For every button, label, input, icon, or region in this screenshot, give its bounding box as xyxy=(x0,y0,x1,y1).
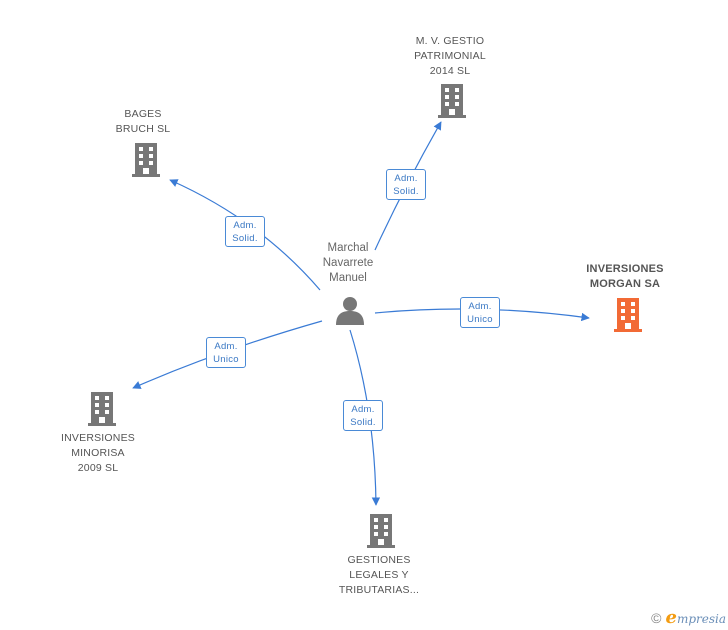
company-label-mv-gestio[interactable]: M. V. GESTIO PATRIMONIAL 2014 SL xyxy=(385,34,515,79)
company-label-line: MINORISA xyxy=(71,447,125,459)
company-label-bages[interactable]: BAGES BRUCH SL xyxy=(78,107,208,137)
company-label-line: PATRIMONIAL xyxy=(414,50,486,62)
person-icon[interactable] xyxy=(334,295,366,325)
edge-label-line: Adm. xyxy=(468,301,492,312)
copyright-icon: © xyxy=(651,610,662,626)
company-label-morgan[interactable]: INVERSIONES MORGAN SA xyxy=(560,262,690,292)
company-label-line: INVERSIONES xyxy=(586,263,664,275)
building-icon[interactable] xyxy=(436,84,468,118)
company-label-line: INVERSIONES xyxy=(61,432,135,444)
edge-label-mv-gestio: Adm. Solid. xyxy=(386,169,426,200)
brand-initial: e xyxy=(665,606,677,628)
company-label-line: BAGES xyxy=(124,108,162,120)
company-label-line: 2009 SL xyxy=(77,462,119,474)
company-label-line: MORGAN SA xyxy=(589,278,661,290)
edge-label-line: Solid. xyxy=(393,186,419,197)
edge-label-line: Solid. xyxy=(232,233,258,244)
edge-label-gestiones: Adm. Solid. xyxy=(343,400,383,431)
edge-label-line: Adm. xyxy=(233,220,257,231)
building-icon[interactable] xyxy=(130,143,162,177)
company-label-line: LEGALES Y xyxy=(349,569,409,581)
person-name-line: Manuel xyxy=(329,272,367,284)
edge-label-line: Unico xyxy=(467,314,493,325)
edge-label-line: Unico xyxy=(213,354,239,365)
company-label-line: BRUCH SL xyxy=(115,123,171,135)
edge-label-line: Adm. xyxy=(394,173,418,184)
brand-footer: © empresia xyxy=(651,606,726,629)
company-label-line: M. V. GESTIO xyxy=(415,35,485,47)
building-icon-focus[interactable] xyxy=(612,298,644,332)
person-name-line: Marchal xyxy=(327,242,369,254)
brand-name: mpresia xyxy=(676,611,726,626)
building-icon[interactable] xyxy=(86,392,118,426)
edge-label-line: Adm. xyxy=(351,404,375,415)
brand-logo[interactable]: empresia xyxy=(665,606,726,629)
person-name-line: Navarrete xyxy=(322,257,374,269)
edge-label-morgan: Adm. Unico xyxy=(460,297,500,328)
company-label-line: 2014 SL xyxy=(429,65,471,77)
company-label-gestiones[interactable]: GESTIONES LEGALES Y TRIBUTARIAS... xyxy=(314,553,444,598)
company-label-minorisa[interactable]: INVERSIONES MINORISA 2009 SL xyxy=(33,431,163,476)
company-label-line: GESTIONES xyxy=(347,554,411,566)
edge-label-minorisa: Adm. Unico xyxy=(206,337,246,368)
edge-label-bages: Adm. Solid. xyxy=(225,216,265,247)
edge-label-line: Solid. xyxy=(350,417,376,428)
person-name[interactable]: Marchal Navarrete Manuel xyxy=(288,241,408,286)
building-icon[interactable] xyxy=(365,514,397,548)
edge-label-line: Adm. xyxy=(214,341,238,352)
company-label-line: TRIBUTARIAS... xyxy=(338,584,420,596)
